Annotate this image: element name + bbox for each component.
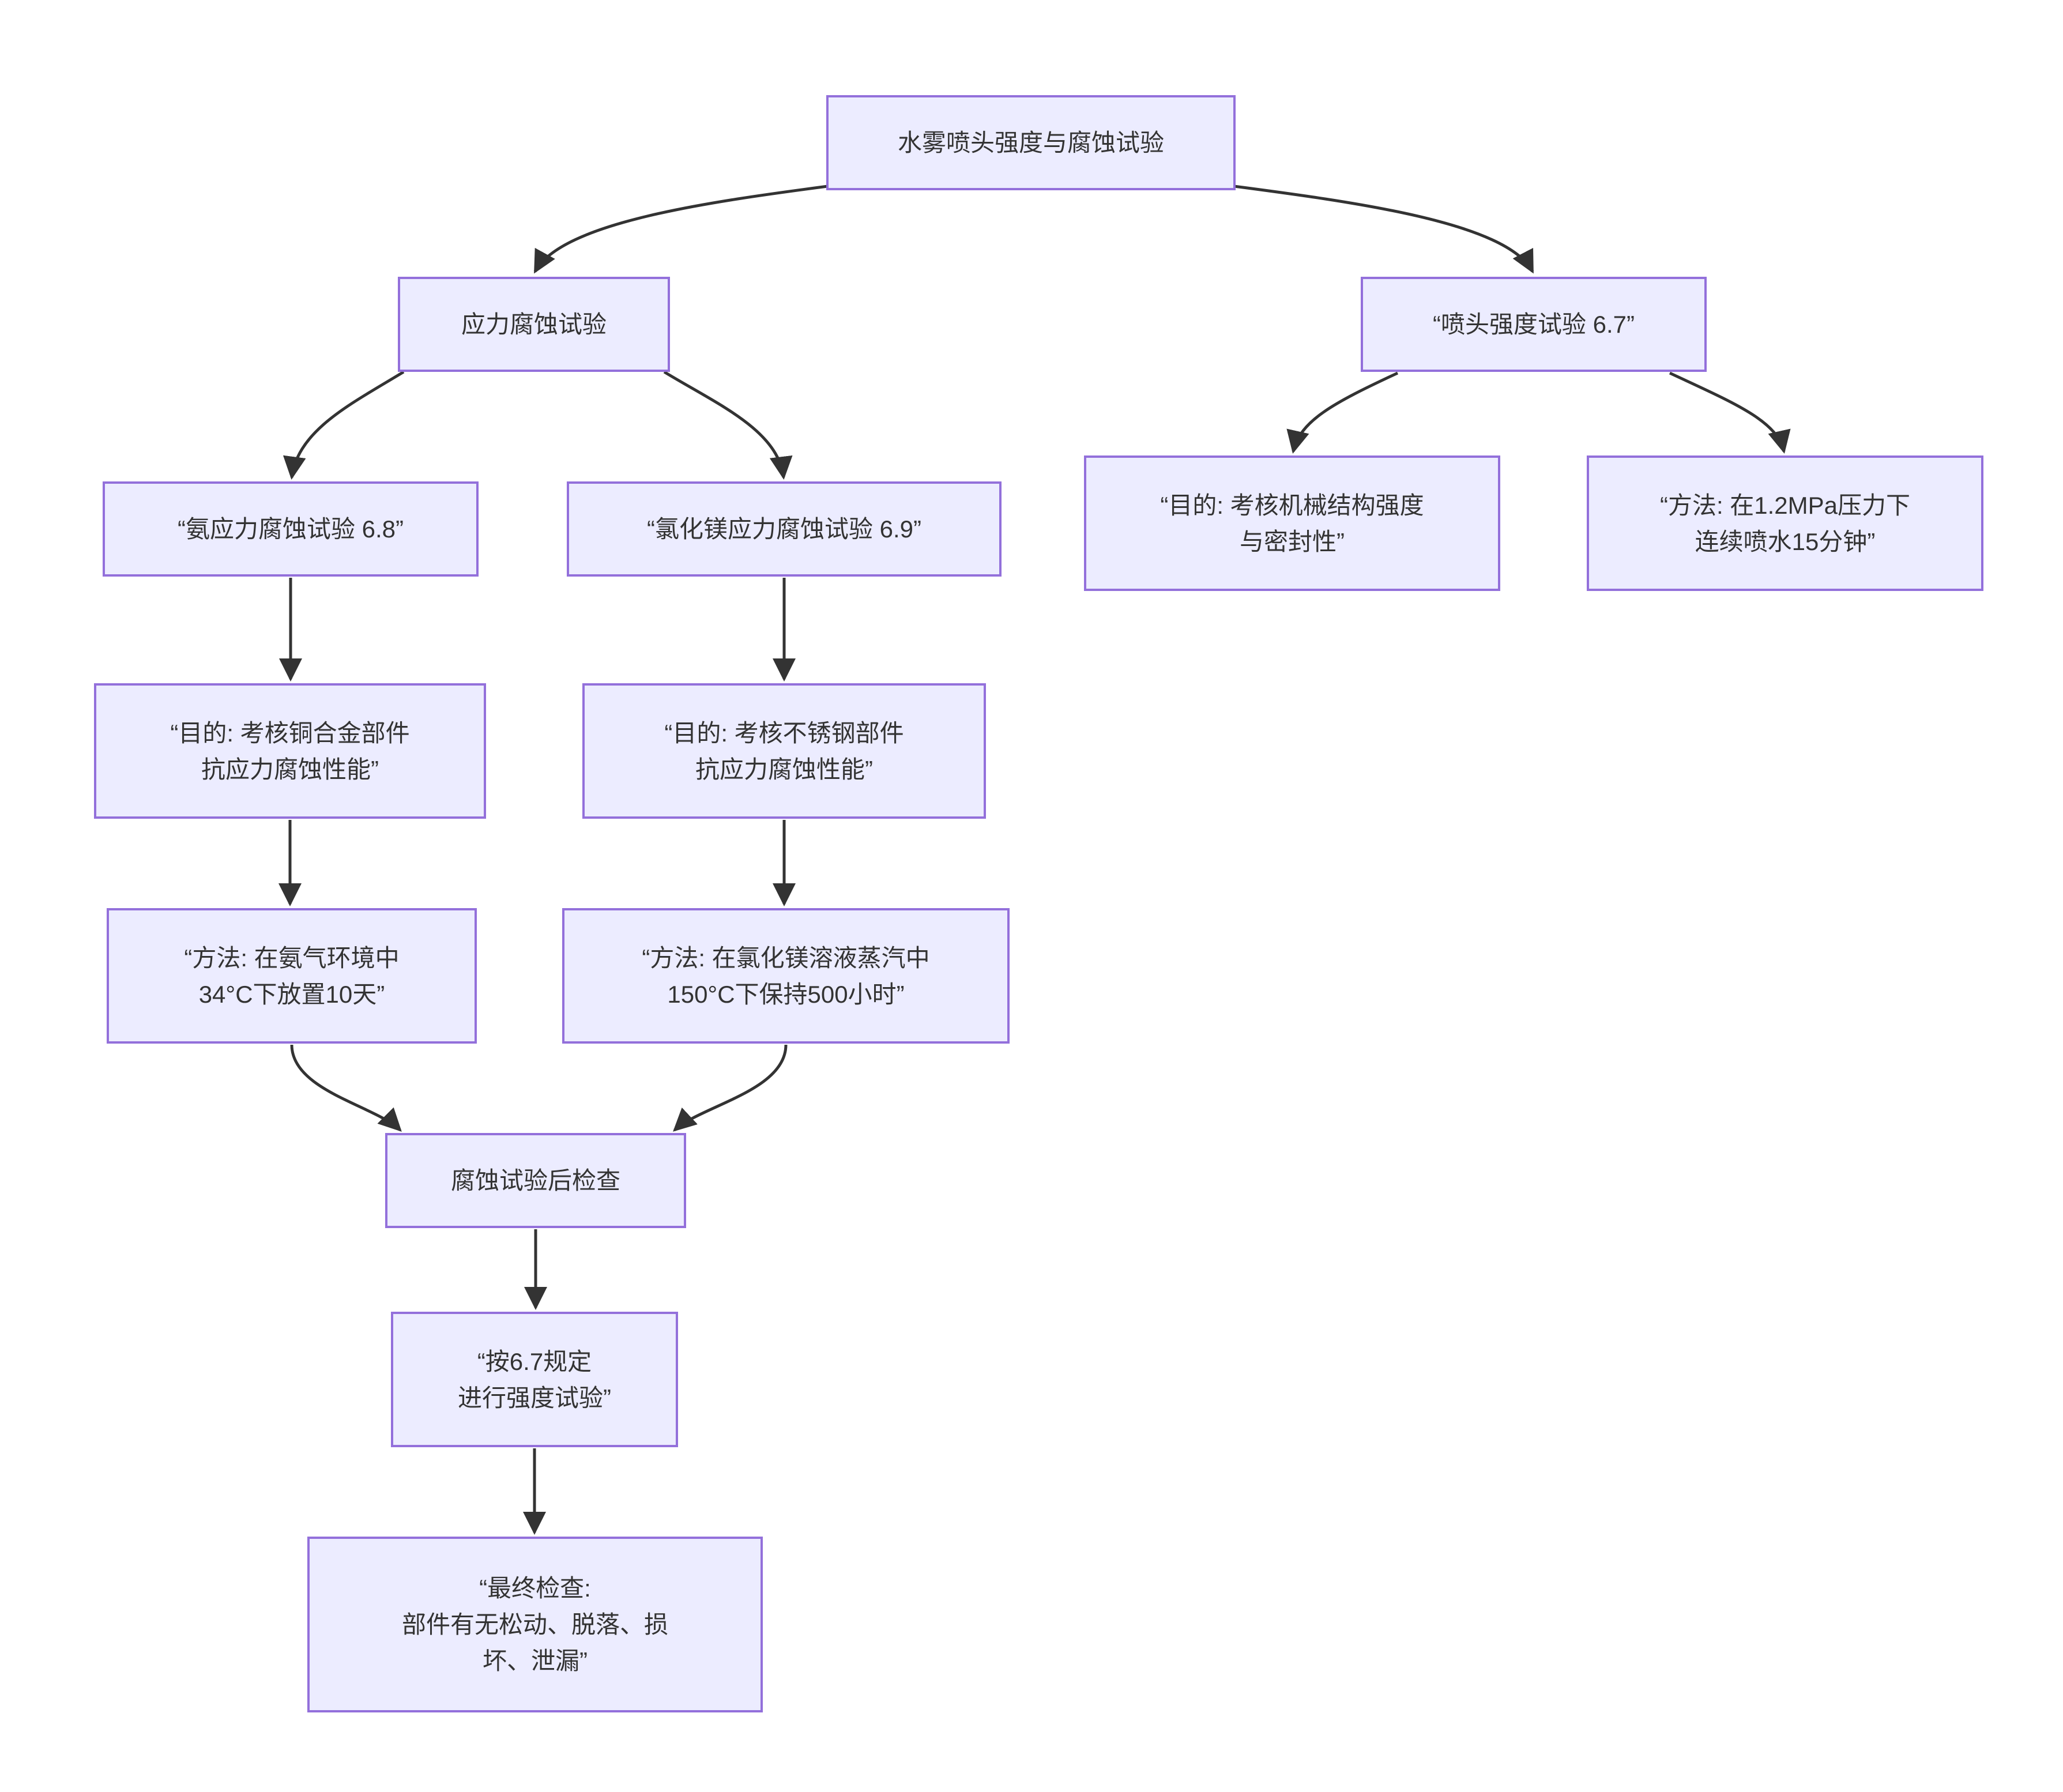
node-ammonia-stress-test-label: “氨应力腐蚀试验 6.8” [177, 515, 404, 543]
node-stress-corrosion-test: 应力腐蚀试验 [398, 277, 670, 372]
node-stress-corrosion-test-label: 应力腐蚀试验 [461, 311, 607, 338]
node-post-corrosion-inspection: 腐蚀试验后检查 [385, 1133, 686, 1228]
node-nozzle-method: “方法: 在1.2MPa压力下 连续喷水15分钟” [1587, 455, 1983, 591]
edge-root-to-nozzle [1229, 184, 1534, 274]
node-root-label: 水雾喷头强度与腐蚀试验 [897, 129, 1164, 156]
edge-mgcl-method-to-inspection [673, 1044, 788, 1132]
node-ammonia-stress-test: “氨应力腐蚀试验 6.8” [103, 481, 479, 577]
edge-nozzle-to-method [1669, 371, 1791, 454]
node-steel-purpose-label: “目的: 考核不锈钢部件 抗应力腐蚀性能” [664, 719, 904, 783]
edge-root-to-stress [533, 184, 833, 274]
node-nozzle-purpose: “目的: 考核机械结构强度 与密封性” [1084, 455, 1500, 591]
node-mgcl-stress-test-label: “氯化镁应力腐蚀试验 6.9” [646, 515, 922, 543]
node-mgcl-stress-test: “氯化镁应力腐蚀试验 6.9” [567, 481, 1002, 577]
node-strength-test-per-67-label: “按6.7规定 进行强度试验” [458, 1347, 611, 1411]
edge-stress-to-mgcl [663, 370, 793, 480]
node-ammonia-method: “方法: 在氨气环境中 34°C下放置10天” [107, 908, 477, 1044]
node-nozzle-strength-test-label: “喷头强度试验 6.7” [1432, 311, 1635, 338]
node-copper-purpose-label: “目的: 考核铜合金部件 抗应力腐蚀性能” [170, 719, 410, 783]
node-final-check: “最终检查: 部件有无松动、脱落、损 坏、泄漏” [307, 1537, 763, 1712]
node-nozzle-purpose-label: “目的: 考核机械结构强度 与密封性” [1160, 491, 1424, 555]
edge-stress-to-ammonia [283, 370, 405, 480]
node-mgcl-method: “方法: 在氯化镁溶液蒸汽中 150°C下保持500小时” [562, 908, 1010, 1044]
edge-ammonia-method-to-inspection [290, 1044, 402, 1132]
node-nozzle-strength-test: “喷头强度试验 6.7” [1361, 277, 1707, 372]
edge-nozzle-to-purpose [1286, 371, 1399, 454]
node-root: 水雾喷头强度与腐蚀试验 [826, 95, 1236, 190]
node-nozzle-method-label: “方法: 在1.2MPa压力下 连续喷水15分钟” [1659, 491, 1911, 555]
node-final-check-label: “最终检查: 部件有无松动、脱落、损 坏、泄漏” [401, 1575, 668, 1674]
node-mgcl-method-label: “方法: 在氯化镁溶液蒸汽中 150°C下保持500小时” [642, 944, 930, 1008]
node-ammonia-method-label: “方法: 在氨气环境中 34°C下放置10天” [184, 944, 400, 1008]
node-copper-purpose: “目的: 考核铜合金部件 抗应力腐蚀性能” [94, 683, 486, 819]
node-strength-test-per-67: “按6.7规定 进行强度试验” [391, 1312, 678, 1447]
node-post-corrosion-inspection-label: 腐蚀试验后检查 [450, 1167, 620, 1194]
node-steel-purpose: “目的: 考核不锈钢部件 抗应力腐蚀性能” [582, 683, 986, 819]
